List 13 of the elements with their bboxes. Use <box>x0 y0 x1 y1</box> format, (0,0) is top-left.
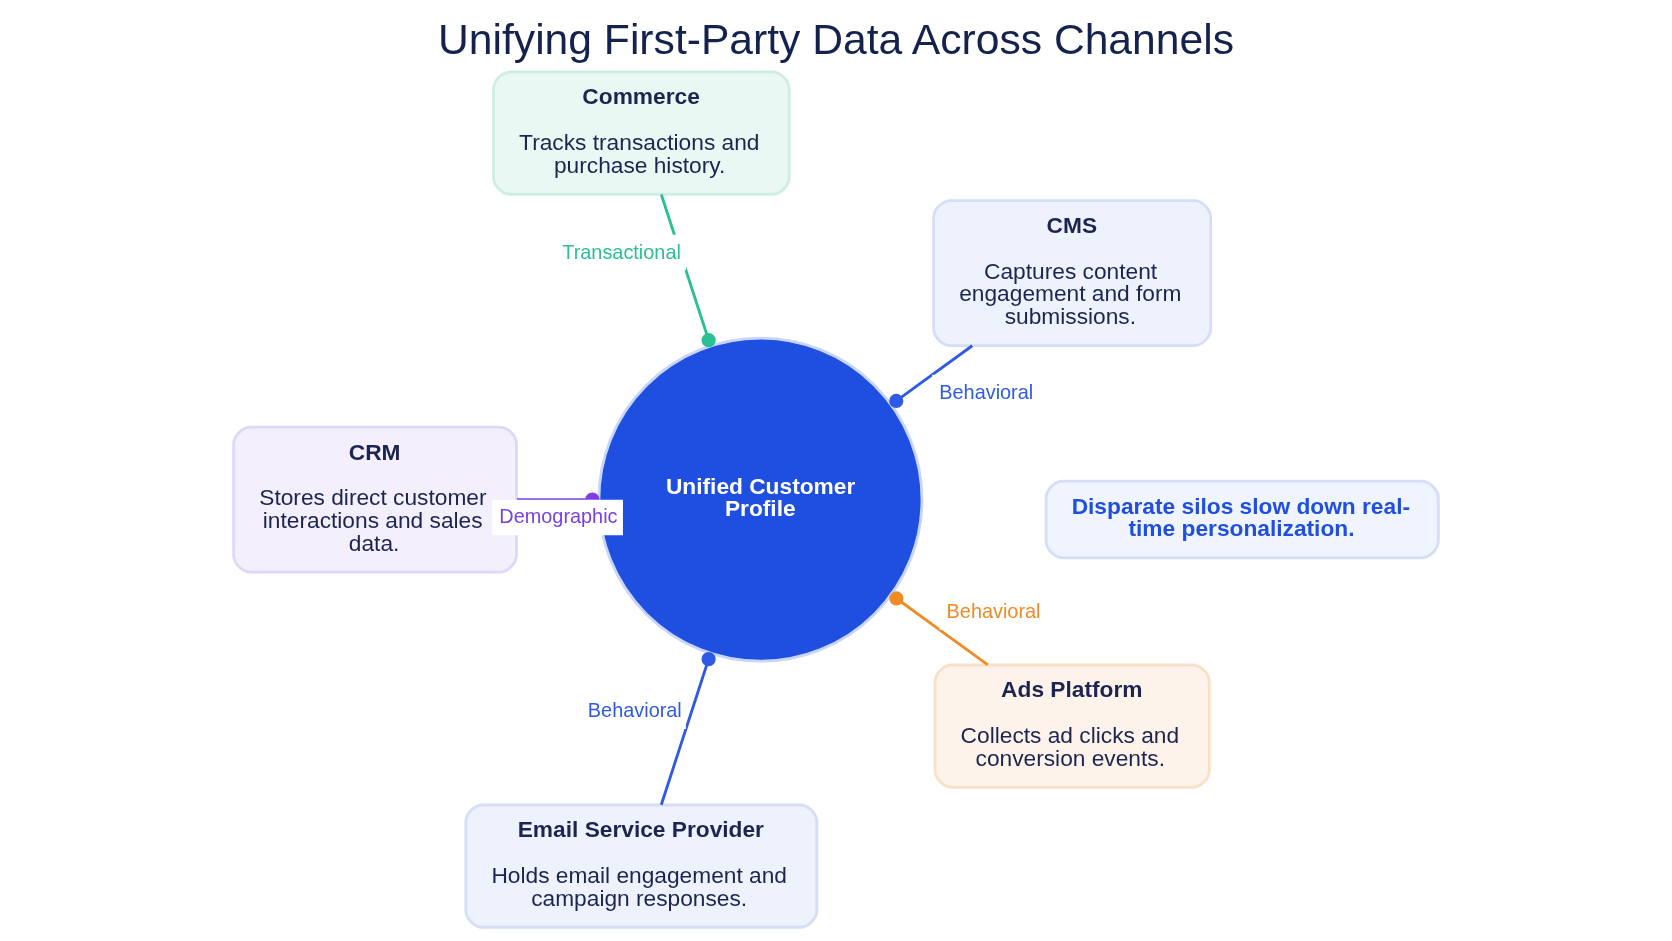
edge-label: Behavioral <box>587 699 682 722</box>
node-box: Email Service Provider Holds email engagement and campaign responses. <box>464 803 819 929</box>
connector <box>659 652 716 806</box>
node-box: CMS Captures content engagement and form submissions. <box>932 199 1213 348</box>
node-box: Disparate silos slow down real-time personalization. <box>1044 479 1440 560</box>
node-box: Commerce Tracks transactions and purchase history. <box>492 70 791 196</box>
edge-label: Behavioral <box>939 380 1034 403</box>
connector <box>889 591 989 666</box>
connector <box>889 344 974 409</box>
node-box: Ads Platform Collects ad clicks and conversion events. <box>933 663 1211 789</box>
diagram-title: Unifying First-Party Data Across Channels <box>438 14 1234 63</box>
edge-label: Behavioral <box>946 599 1041 622</box>
edge-label: Transactional <box>562 240 681 263</box>
